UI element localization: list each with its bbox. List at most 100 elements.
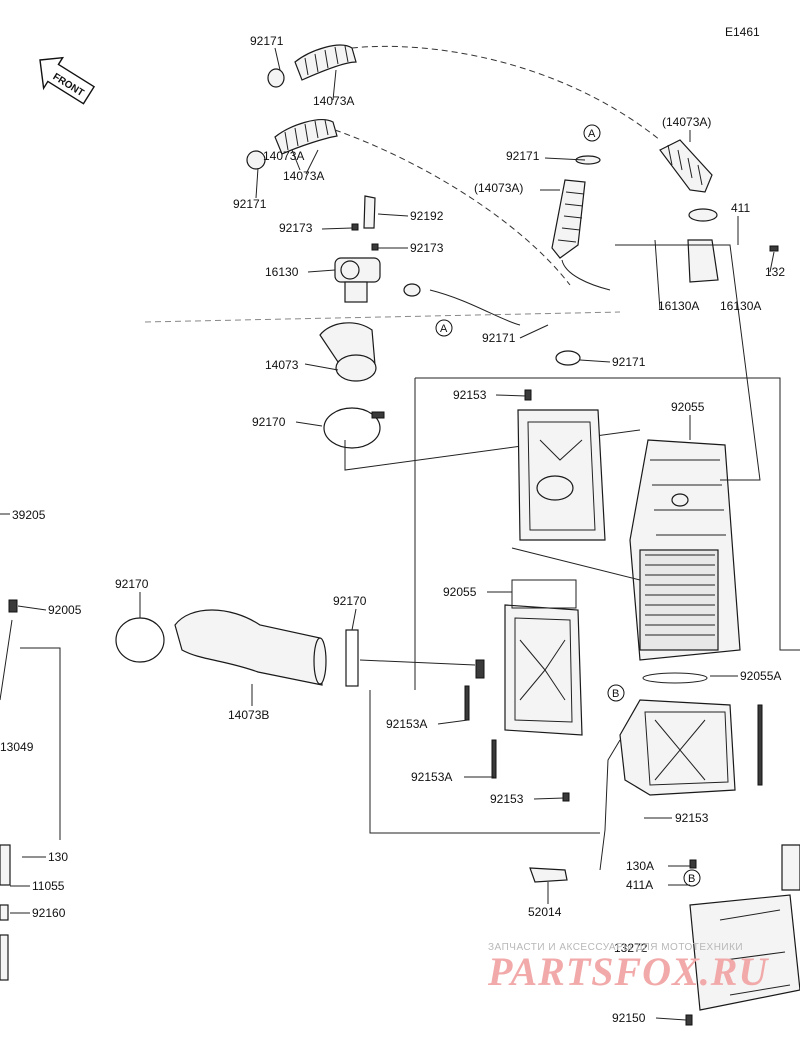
part-label-52014[interactable]: 52014 bbox=[528, 905, 562, 919]
watermark-top: ЗАПЧАСТИ И АКСЕССУАРЫ ДЛЯ МОТОТЕХНИКИ bbox=[488, 942, 743, 953]
part-label-14073a[interactable]: (14073A) bbox=[662, 115, 711, 129]
leader-line bbox=[332, 69, 337, 101]
part-label-411[interactable]: 411 bbox=[731, 201, 750, 215]
plate-outline bbox=[511, 579, 577, 609]
part-label-130[interactable]: 130 bbox=[48, 850, 68, 864]
elbow-14073 bbox=[319, 322, 377, 382]
elbow-14073b bbox=[174, 609, 327, 686]
svg-text:B: B bbox=[612, 688, 619, 700]
leader-line bbox=[377, 213, 409, 217]
leader-line bbox=[655, 1017, 687, 1021]
leader-right bbox=[615, 244, 761, 481]
part-label-39205[interactable]: 39205 bbox=[12, 508, 46, 522]
part-label-14073a[interactable]: 14073A bbox=[283, 169, 324, 183]
bolt-130a bbox=[689, 859, 697, 869]
part-label-16130[interactable]: 16130 bbox=[265, 265, 299, 279]
part-label-14073a[interactable]: (14073A) bbox=[474, 181, 523, 195]
part-label-92170[interactable]: 92170 bbox=[252, 415, 286, 429]
part-label-13049[interactable]: 13049 bbox=[0, 740, 34, 754]
part-label-92171[interactable]: 92171 bbox=[250, 34, 284, 48]
rod-part bbox=[757, 704, 763, 786]
part-label-14073a[interactable]: 14073A bbox=[313, 94, 354, 108]
part-label-92153[interactable]: 92153 bbox=[453, 388, 487, 402]
plate-92055-top bbox=[517, 409, 606, 541]
bolt-92005 bbox=[8, 599, 18, 613]
leader-line bbox=[274, 47, 281, 71]
hose-14073a-right bbox=[659, 139, 718, 222]
part-label-14073[interactable]: 14073 bbox=[265, 358, 299, 372]
leader-line bbox=[519, 324, 549, 339]
part-label-130a[interactable]: 130A bbox=[626, 859, 654, 873]
part-label-11055[interactable]: 11055 bbox=[32, 879, 65, 893]
leader-line bbox=[321, 227, 353, 230]
bolt-92153 bbox=[562, 792, 570, 802]
plate-92055-lower bbox=[475, 604, 583, 736]
part-label-92055a[interactable]: 92055A bbox=[740, 669, 781, 683]
part-label-132[interactable]: 132 bbox=[765, 265, 785, 279]
leader-elbow bbox=[359, 659, 476, 666]
svg-text:B: B bbox=[688, 873, 695, 885]
leader-line bbox=[305, 149, 319, 175]
leader-line bbox=[304, 363, 339, 371]
part-label-14073a[interactable]: 14073A bbox=[263, 149, 304, 163]
clamp-92171-small bbox=[555, 350, 581, 366]
hose-14073a-a bbox=[551, 155, 611, 291]
part-label-92055[interactable]: 92055 bbox=[671, 400, 705, 414]
part-label-92170[interactable]: 92170 bbox=[115, 577, 149, 591]
svg-text:A: A bbox=[440, 323, 448, 335]
fitting-92192 bbox=[351, 195, 379, 251]
part-label-92153[interactable]: 92153 bbox=[675, 811, 709, 825]
routing-line-2 bbox=[334, 129, 571, 286]
leader-line bbox=[291, 149, 301, 171]
leader-line bbox=[255, 167, 259, 199]
part-label-16130a[interactable]: 16130A bbox=[720, 299, 761, 313]
part-label-92173[interactable]: 92173 bbox=[279, 221, 313, 235]
part-label-92171[interactable]: 92171 bbox=[506, 149, 540, 163]
part-label-411a[interactable]: 411A bbox=[626, 878, 653, 892]
leader-line bbox=[295, 421, 323, 427]
part-label-92160[interactable]: 92160 bbox=[32, 906, 66, 920]
callout-b-2: B bbox=[683, 869, 701, 887]
bracket-16130a bbox=[687, 239, 779, 283]
faint-band bbox=[144, 311, 621, 323]
part-label-16130a[interactable]: 16130A bbox=[658, 299, 699, 313]
bolt-92150 bbox=[685, 1014, 693, 1026]
callout-a-upper: A bbox=[583, 124, 601, 142]
part-label-92171[interactable]: 92171 bbox=[482, 331, 516, 345]
leader-line bbox=[495, 394, 527, 397]
svg-text:A: A bbox=[588, 128, 596, 140]
callout-b-1: B bbox=[607, 684, 625, 702]
part-label-92171[interactable]: 92171 bbox=[612, 355, 646, 369]
part-label-92153[interactable]: 92153 bbox=[490, 792, 524, 806]
leader-plate bbox=[511, 547, 641, 581]
part-label-92150[interactable]: 92150 bbox=[612, 1011, 646, 1025]
left-bracket bbox=[0, 844, 11, 981]
part-label-14073b[interactable]: 14073B bbox=[228, 708, 269, 722]
part-label-92153a[interactable]: 92153A bbox=[386, 717, 427, 731]
clamp-92170-mid bbox=[345, 629, 359, 687]
gasket-92055a bbox=[642, 672, 708, 684]
plate-13272 bbox=[689, 894, 800, 1011]
leader-line bbox=[769, 251, 775, 273]
hose-14073a-upper bbox=[267, 44, 357, 88]
leader-line bbox=[544, 157, 586, 161]
bolt-92153a-2 bbox=[491, 739, 497, 779]
callout-a-lower: A bbox=[435, 319, 453, 337]
assembly-frame-2 bbox=[369, 378, 600, 834]
duct-line bbox=[429, 289, 521, 326]
leader-left bbox=[0, 619, 61, 840]
part-label-92055[interactable]: 92055 bbox=[443, 585, 477, 599]
leader-line bbox=[437, 719, 469, 725]
part-label-13272[interactable]: 13272 bbox=[614, 941, 648, 955]
front-arrow-icon: FRONT bbox=[39, 56, 96, 105]
lower-tank bbox=[619, 699, 736, 796]
part-label-92192[interactable]: 92192 bbox=[410, 209, 444, 223]
diagram-code: E1461 bbox=[725, 25, 760, 39]
part-label-92170[interactable]: 92170 bbox=[333, 594, 367, 608]
part-label-92171[interactable]: 92171 bbox=[233, 197, 267, 211]
part-label-92005[interactable]: 92005 bbox=[48, 603, 82, 617]
part-label-92173[interactable]: 92173 bbox=[410, 241, 444, 255]
bolt-92153-top bbox=[524, 389, 532, 401]
part-label-92153a[interactable]: 92153A bbox=[411, 770, 452, 784]
